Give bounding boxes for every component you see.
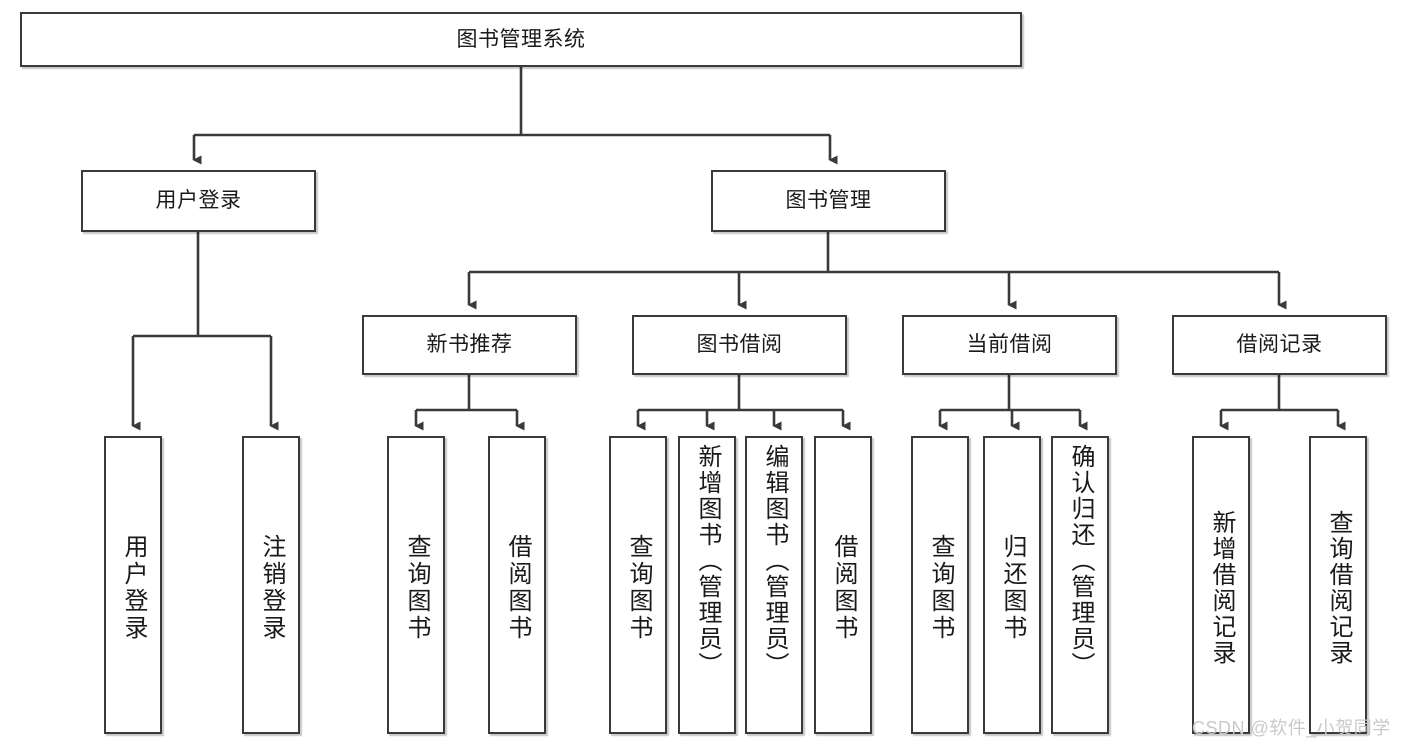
node-leaf-user-login-label: 用户登录 (120, 534, 147, 642)
node-leaf-confirm-return-admin[interactable]: 确认归还（管理员） (1051, 436, 1109, 734)
node-leaf-query-book-borrow[interactable]: 查询图书 (609, 436, 667, 734)
csdn-watermark: CSDN @软件_小贺同学 (1192, 718, 1391, 738)
node-leaf-add-book-admin[interactable]: 新增图书（管理员） (678, 436, 736, 734)
node-book-manage[interactable]: 图书管理 (711, 170, 946, 232)
node-user-login-label: 用户登录 (155, 189, 242, 213)
node-book-borrow[interactable]: 图书借阅 (632, 315, 847, 375)
node-new-book-recommend[interactable]: 新书推荐 (362, 315, 577, 375)
node-leaf-query-book-rec-label: 查询图书 (403, 534, 430, 642)
node-new-book-recommend-label: 新书推荐 (426, 333, 513, 357)
node-current-borrow[interactable]: 当前借阅 (902, 315, 1117, 375)
node-leaf-add-book-admin-label: 新增图书（管理员） (694, 444, 721, 678)
node-leaf-borrow-book-rec-label: 借阅图书 (504, 534, 531, 642)
node-leaf-user-login[interactable]: 用户登录 (104, 436, 162, 734)
node-leaf-query-book-rec[interactable]: 查询图书 (387, 436, 445, 734)
node-leaf-borrow-book[interactable]: 借阅图书 (814, 436, 872, 734)
node-leaf-query-borrow-record-label: 查询借阅记录 (1325, 510, 1352, 666)
node-root[interactable]: 图书管理系统 (20, 12, 1022, 67)
node-leaf-edit-book-admin[interactable]: 编辑图书（管理员） (745, 436, 803, 734)
node-leaf-borrow-book-label: 借阅图书 (830, 534, 857, 642)
node-leaf-add-borrow-record[interactable]: 新增借阅记录 (1192, 436, 1250, 734)
node-leaf-return-book[interactable]: 归还图书 (983, 436, 1041, 734)
node-leaf-edit-book-admin-label: 编辑图书（管理员） (761, 444, 788, 678)
node-current-borrow-label: 当前借阅 (966, 333, 1053, 357)
node-book-borrow-label: 图书借阅 (696, 333, 783, 357)
node-leaf-logout-login-label: 注销登录 (258, 534, 285, 642)
node-user-login[interactable]: 用户登录 (81, 170, 316, 232)
node-leaf-query-book-current[interactable]: 查询图书 (911, 436, 969, 734)
node-root-label: 图书管理系统 (456, 27, 586, 51)
node-book-manage-label: 图书管理 (785, 189, 872, 213)
node-leaf-borrow-book-rec[interactable]: 借阅图书 (488, 436, 546, 734)
node-leaf-add-borrow-record-label: 新增借阅记录 (1208, 510, 1235, 666)
node-leaf-query-book-current-label: 查询图书 (927, 534, 954, 642)
node-leaf-confirm-return-admin-label: 确认归还（管理员） (1067, 444, 1094, 678)
node-leaf-query-book-borrow-label: 查询图书 (625, 534, 652, 642)
node-borrow-record[interactable]: 借阅记录 (1172, 315, 1387, 375)
node-borrow-record-label: 借阅记录 (1236, 333, 1323, 357)
node-leaf-query-borrow-record[interactable]: 查询借阅记录 (1309, 436, 1367, 734)
node-leaf-logout-login[interactable]: 注销登录 (242, 436, 300, 734)
node-leaf-return-book-label: 归还图书 (999, 534, 1026, 642)
